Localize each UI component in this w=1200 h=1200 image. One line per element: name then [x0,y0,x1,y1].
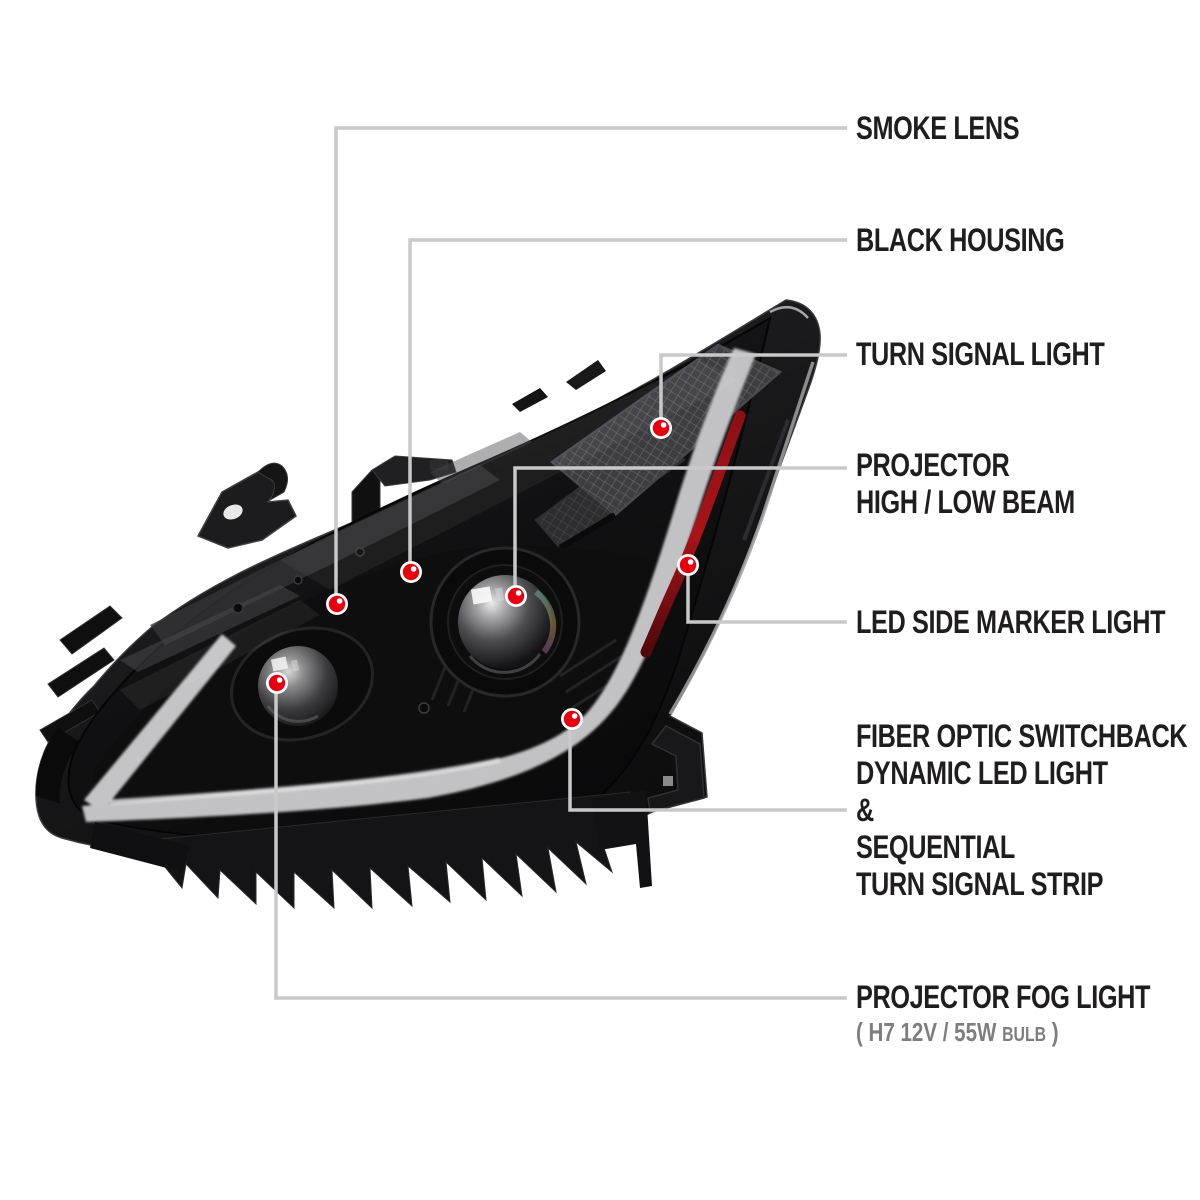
leader-fiber-optic [568,719,847,812]
edge-chrome [668,361,815,715]
label-black-housing: BLACK HOUSING [856,222,1065,259]
leader-smoke-lens [334,126,847,604]
label-text: LED SIDE MARKER LIGHT [856,604,1166,640]
label-text: TURN SIGNAL STRIP [856,866,1104,902]
leader-lines [274,126,847,1000]
label-text: TURN SIGNAL LIGHT [856,336,1105,372]
lower-right-tab [647,725,705,813]
headlight-body [35,299,821,910]
label-fiber-optic: FIBER OPTIC SWITCHBACK DYNAMIC LED LIGHT… [856,718,1188,903]
label-text: BLACK HOUSING [856,222,1065,258]
label-fog-light: PROJECTOR FOG LIGHT ( H7 12V / 55W BULB … [856,979,1150,1052]
label-projector-beam: PROJECTOR HIGH / LOW BEAM [856,447,1075,521]
dot-led-side-marker [677,554,699,576]
led-drl-strip [82,348,756,822]
dot-fog-light [266,672,288,694]
label-text: FIBER OPTIC SWITCHBACK [856,718,1188,754]
label-text: SEQUENTIAL [856,829,1015,865]
bezel-screw [418,702,430,714]
nose-cap [35,728,80,804]
label-text: & [856,792,874,828]
tip-highlight [769,305,809,319]
dot-black-housing [400,561,422,583]
dot-smoke-lens [326,593,348,615]
label-led-side-marker: LED SIDE MARKER LIGHT [856,604,1166,641]
reflector-mesh [534,430,686,550]
label-text: DYNAMIC LED LIGHT [856,755,1108,791]
leader-turn-signal [659,353,847,428]
dot-fiber-optic [561,708,583,730]
mounting-brackets [196,360,606,549]
leader-led-side-marker [686,565,847,624]
label-smoke-lens: SMOKE LENS [856,110,1020,147]
leader-projector-beam [513,466,847,596]
label-subtext: ( H7 12V / 55W BULB ) [856,1016,1150,1052]
mesh-divider [558,512,617,551]
label-text: HIGH / LOW BEAM [856,484,1075,520]
dot-turn-signal [650,417,672,439]
red-reflector-strip [640,410,746,658]
leader-black-housing [408,238,847,572]
fog-projector [230,626,374,742]
glass-streak [742,419,790,541]
rear-housing-fins [39,605,123,743]
leader-fog-light [274,683,847,1000]
bulb-word: BULB [1002,1024,1047,1046]
bottom-ribbed-bracket [90,790,652,910]
bulb-spec-text: ( H7 12V / 55W [856,1017,997,1047]
dot-projector-beam [505,585,527,607]
label-text: PROJECTOR [856,447,1010,483]
bulb-spec-close: ) [1051,1017,1059,1047]
callout-dots [266,417,699,730]
label-turn-signal: TURN SIGNAL LIGHT [856,336,1105,373]
gloss-sweep-2 [120,600,320,710]
gloss-sweep [280,360,740,590]
main-projector [429,546,581,698]
label-text: SMOKE LENS [856,110,1020,146]
smoke-reflections [120,432,532,672]
label-text: PROJECTOR FOG LIGHT [856,979,1151,1015]
